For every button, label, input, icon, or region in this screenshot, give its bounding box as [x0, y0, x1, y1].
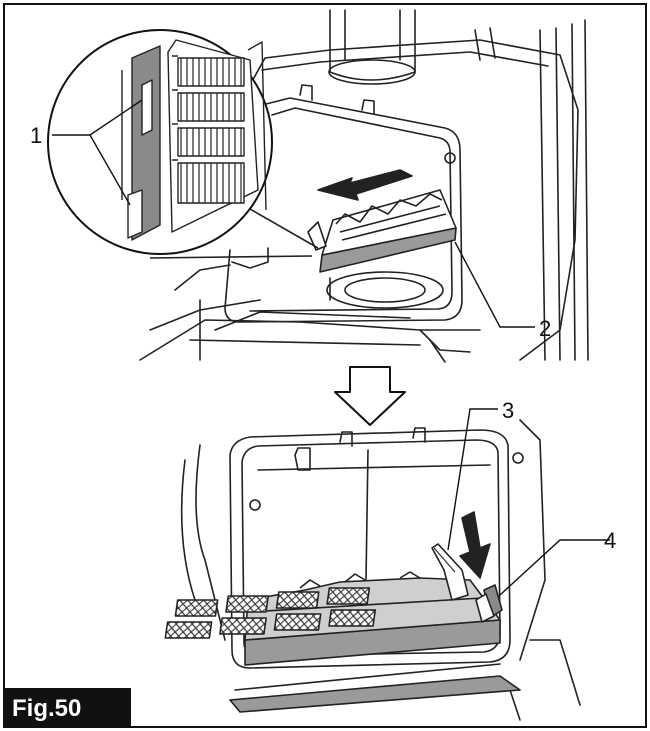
callout-2: 2 — [539, 316, 551, 341]
filter-installed — [164, 571, 501, 666]
detail-magnifier — [47, 29, 319, 259]
filter-latch — [431, 511, 503, 623]
figure-label-box — [4, 688, 131, 727]
callout-3: 3 — [502, 398, 514, 423]
figure-label: Fig.50 — [12, 695, 81, 722]
detail-content — [121, 39, 267, 241]
callout-4: 4 — [604, 528, 616, 553]
down-arrow — [334, 366, 406, 426]
top-illustration — [139, 9, 589, 363]
filter-inserting — [307, 189, 457, 273]
callout-leaders — [52, 99, 610, 596]
callout-1: 1 — [30, 123, 42, 148]
